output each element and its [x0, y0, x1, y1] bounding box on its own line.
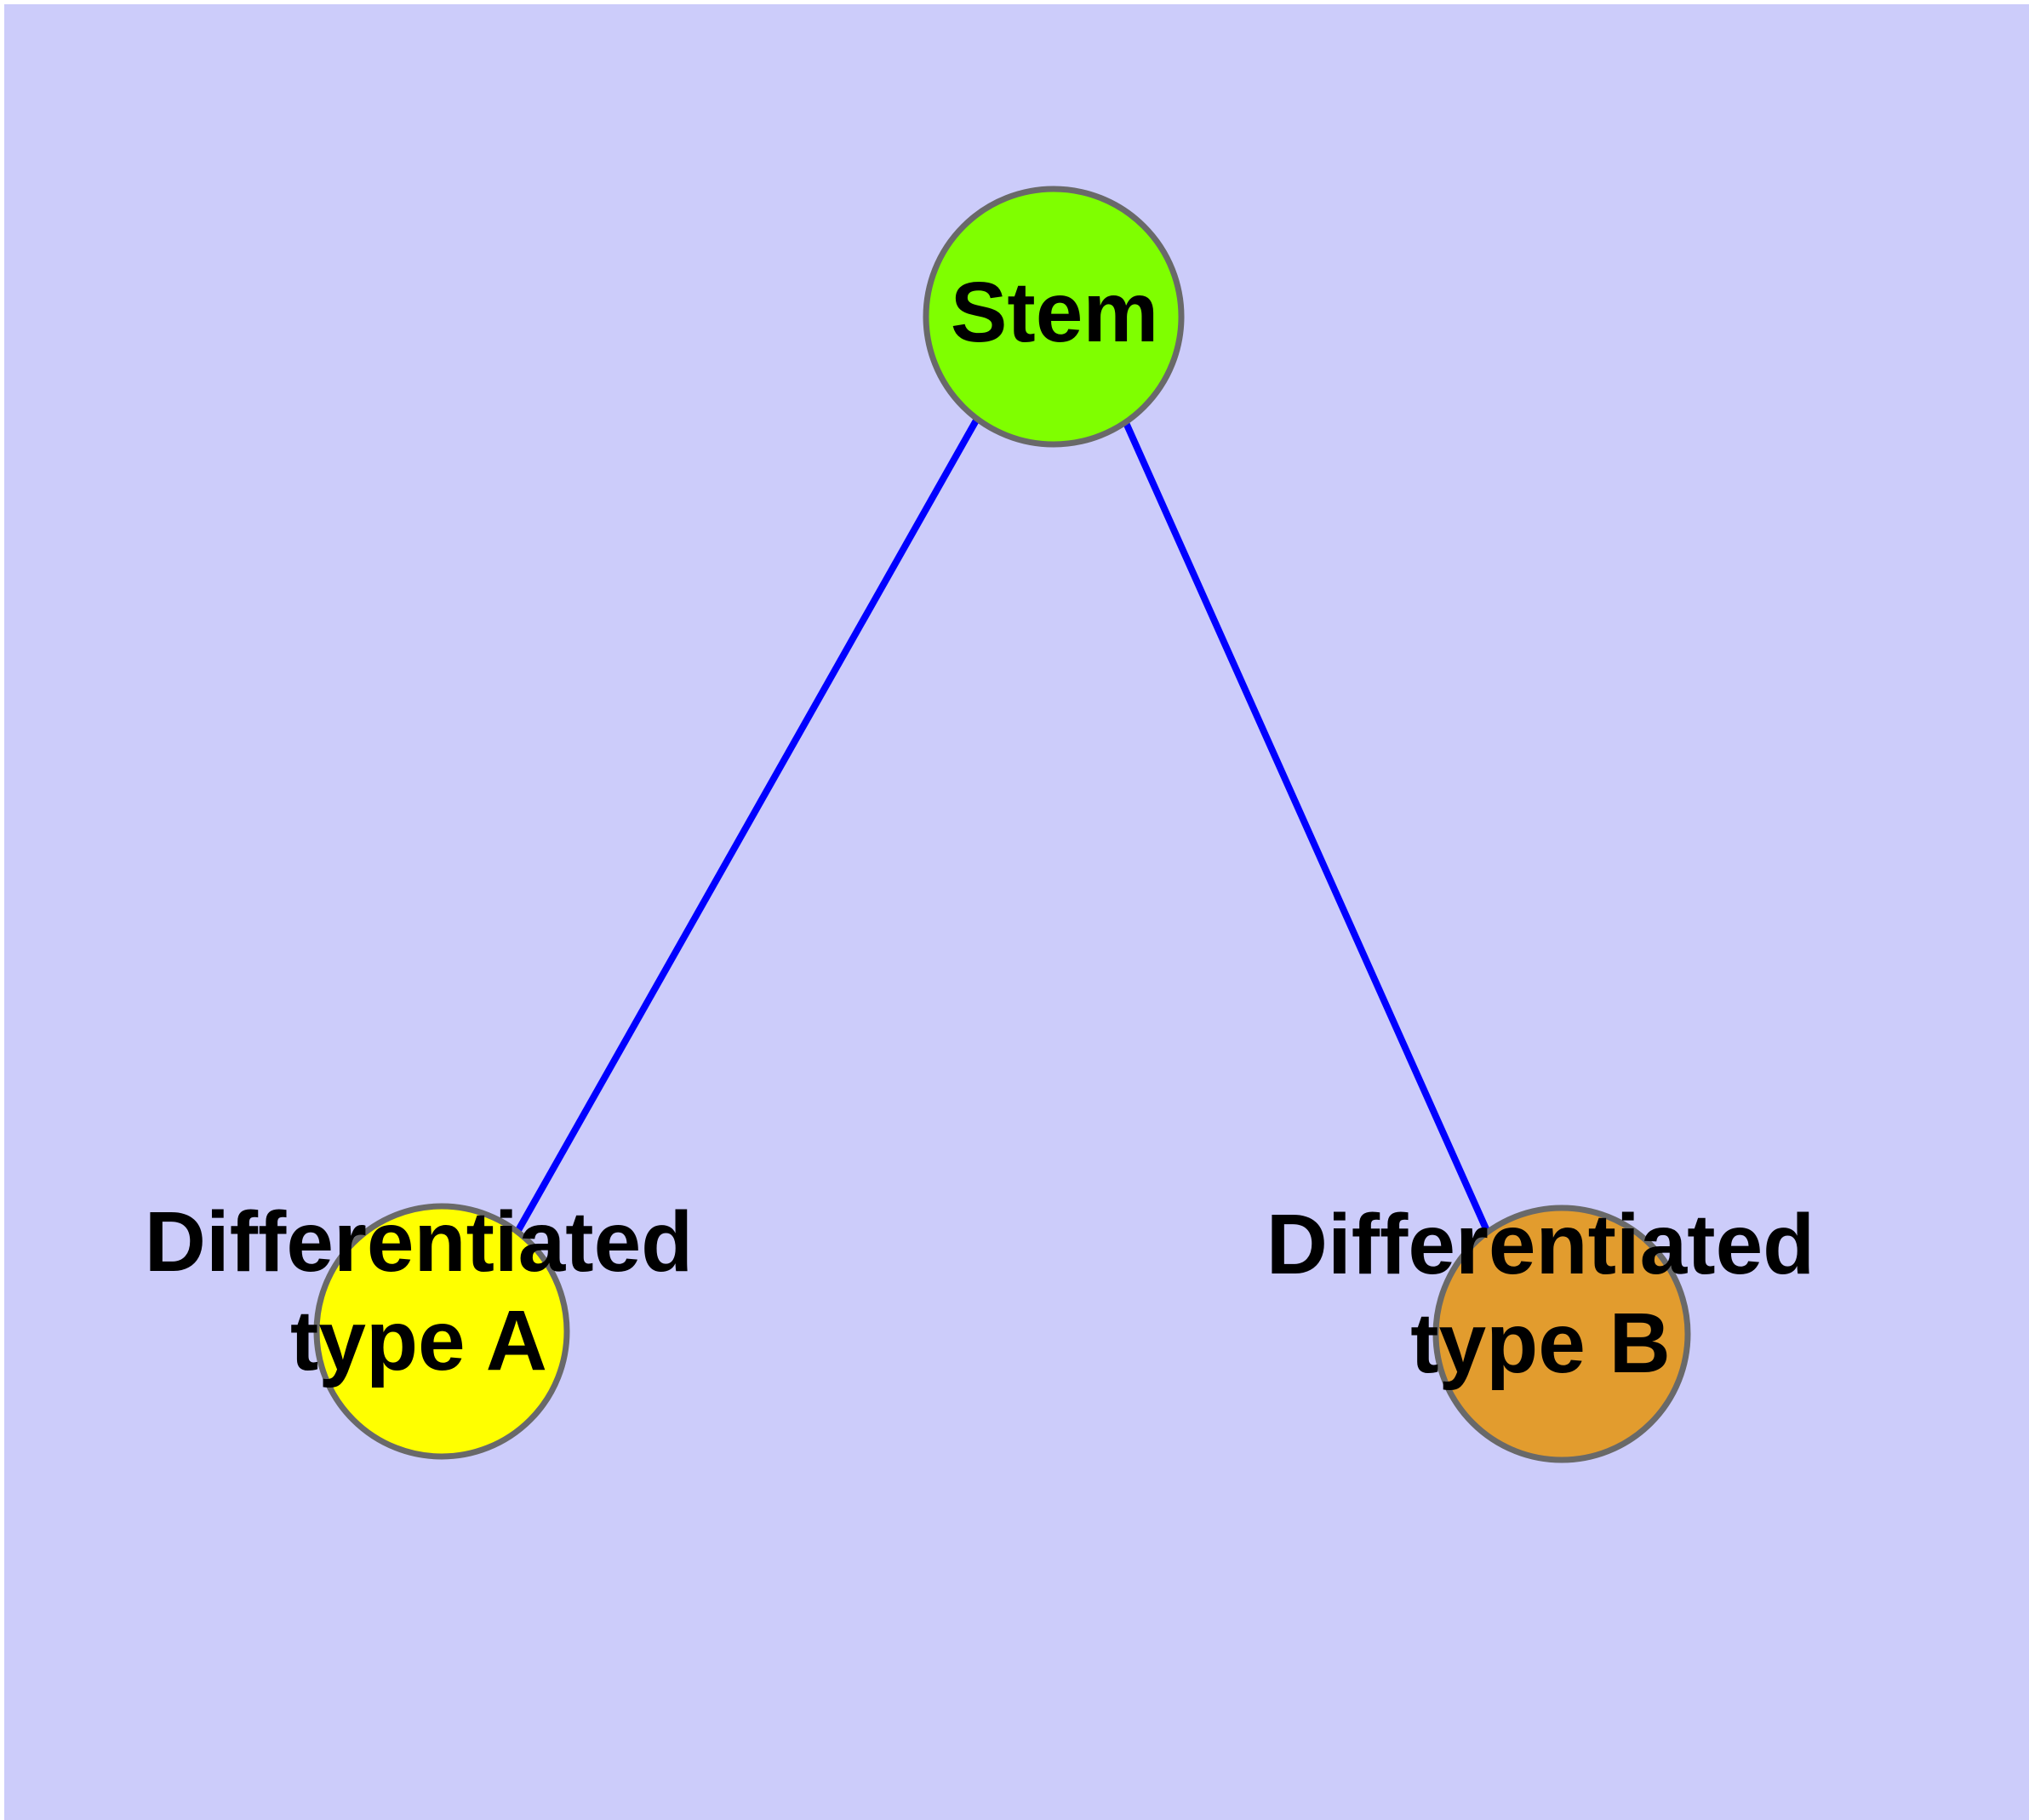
node-diff_b[interactable] — [1432, 1205, 1691, 1463]
node-stem[interactable] — [923, 186, 1185, 448]
edge-stem-to-diff-a — [514, 417, 980, 1233]
node-diff_a[interactable] — [313, 1203, 570, 1460]
node-label-line: type A — [290, 1293, 547, 1388]
node-label-line: type B — [1410, 1296, 1671, 1391]
node-label-stem: Stem — [951, 265, 1159, 360]
node-label-line: Differentiated — [145, 1194, 694, 1290]
edge-stem-to-diff-b — [1120, 415, 1491, 1234]
nodes-layer — [313, 186, 1691, 1463]
node-label-line: Differentiated — [1266, 1197, 1815, 1292]
edges-layer — [514, 415, 1491, 1234]
node-label-line: Stem — [951, 265, 1159, 360]
